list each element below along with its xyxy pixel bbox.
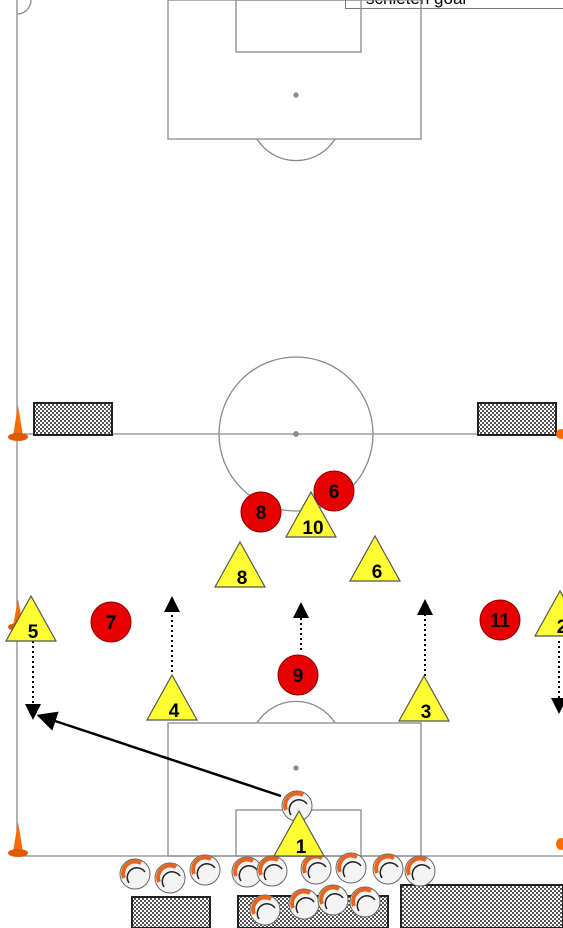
yellow-player: 2 bbox=[533, 589, 563, 638]
cone-icon bbox=[8, 405, 28, 441]
arrows bbox=[25, 596, 563, 798]
header-label-box: schieten goal bbox=[345, 0, 563, 9]
ball-icon bbox=[349, 886, 381, 918]
ball-icon bbox=[300, 853, 332, 885]
yellow-player-number: 4 bbox=[169, 701, 180, 722]
red-player: 6 bbox=[313, 470, 355, 512]
yellow-player-number: 3 bbox=[421, 702, 432, 723]
goal-icon bbox=[400, 884, 563, 928]
center-spot bbox=[293, 431, 299, 437]
red-player-number: 7 bbox=[106, 613, 117, 634]
ball-icon bbox=[372, 853, 404, 885]
ball-icon bbox=[256, 855, 288, 887]
red-player-number: 9 bbox=[293, 666, 304, 687]
yellow-players: 10 8 6 5 4 3 2 1 bbox=[4, 490, 563, 858]
yellow-player-number: 5 bbox=[28, 622, 39, 643]
red-player: 9 bbox=[277, 654, 319, 696]
cone-icon bbox=[556, 838, 563, 850]
yellow-player: 5 bbox=[4, 594, 58, 643]
top-corner-left bbox=[16, 0, 32, 15]
yellow-player-number: 1 bbox=[296, 837, 307, 858]
red-player: 7 bbox=[90, 601, 132, 643]
center-circle bbox=[218, 356, 374, 512]
arrow-icon bbox=[36, 711, 282, 798]
red-player: 11 bbox=[479, 599, 521, 641]
ball-icon bbox=[335, 852, 367, 884]
red-players: 8 6 7 9 11 bbox=[90, 470, 521, 696]
top-penalty-area bbox=[167, 0, 422, 140]
red-player-number: 8 bbox=[256, 503, 267, 524]
pitch bbox=[16, 0, 563, 857]
yellow-player: 6 bbox=[348, 534, 402, 583]
red-player: 8 bbox=[240, 491, 282, 533]
goal-icon bbox=[131, 896, 211, 928]
yellow-player-number: 8 bbox=[237, 568, 248, 589]
ball-icon bbox=[189, 854, 221, 886]
top-penalty-spot bbox=[293, 92, 299, 98]
bottom-penalty-arc bbox=[256, 700, 336, 724]
top-goal-area bbox=[235, 0, 362, 53]
red-player-number: 6 bbox=[329, 482, 340, 503]
cone-icon bbox=[556, 429, 563, 439]
yellow-player: 3 bbox=[397, 674, 451, 723]
top-penalty-arc bbox=[256, 138, 336, 162]
ball-icon bbox=[281, 790, 313, 822]
ball-icon bbox=[119, 858, 151, 890]
bottom-penalty-spot bbox=[293, 765, 299, 771]
ball-icon bbox=[154, 862, 186, 894]
ball-icon bbox=[288, 888, 320, 920]
yellow-player: 1 bbox=[272, 809, 326, 858]
goal-icon bbox=[477, 402, 557, 436]
goal-icon bbox=[33, 402, 113, 436]
yellow-player: 4 bbox=[145, 673, 199, 722]
yellow-player-number: 10 bbox=[302, 518, 323, 539]
yellow-player-number: 6 bbox=[372, 562, 383, 583]
ball-icon bbox=[317, 884, 349, 916]
yellow-player: 8 bbox=[213, 540, 267, 589]
ball-icon bbox=[404, 855, 436, 887]
header-label: schieten goal bbox=[366, 0, 466, 8]
yellow-player-number: 2 bbox=[557, 617, 563, 638]
red-player-number: 11 bbox=[490, 611, 511, 632]
cones bbox=[8, 405, 563, 857]
balls bbox=[119, 790, 436, 926]
ball-icon bbox=[249, 894, 281, 926]
cone-icon bbox=[8, 822, 28, 857]
yellow-player: 10 bbox=[284, 490, 338, 539]
